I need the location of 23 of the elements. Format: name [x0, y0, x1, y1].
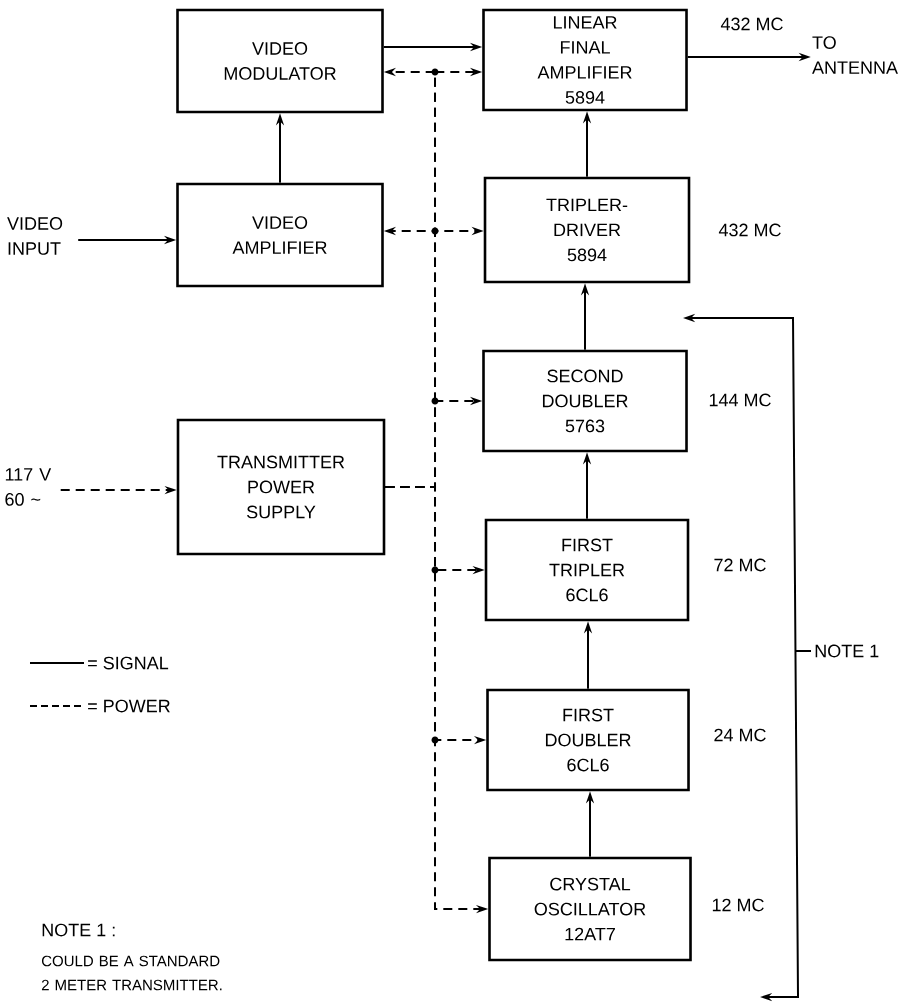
note-text: COULD BE A STANDARD 2 METER TRANSMITTER. [41, 955, 222, 991]
block-box: FIRST TRIPLER 6CL6 [484, 518, 690, 622]
block-box: VIDEO AMPLIFIER [176, 182, 384, 288]
frequency-label: 24 MC [714, 728, 766, 742]
terminal-label: 117 V 60 ~ [5, 468, 52, 506]
block-box: TRIPLER- DRIVER 5894 [483, 176, 691, 284]
block-box: SECOND DOUBLER 5763 [482, 349, 688, 453]
legend-label: = SIGNAL [88, 656, 169, 670]
note-label: NOTE 1 [815, 644, 879, 658]
frequency-label: 144 MC [709, 393, 771, 407]
frequency-label: 72 MC [714, 558, 766, 572]
block-box: LINEAR FINAL AMPLIFIER 5894 [482, 8, 688, 112]
block-box: TRANSMITTER POWER SUPPLY [176, 418, 386, 556]
block-box: FIRST DOUBLER 6CL6 [486, 688, 690, 792]
block-box: CRYSTAL OSCILLATOR 12AT7 [488, 856, 692, 962]
frequency-label: 432 MC [718, 223, 781, 237]
block-box: VIDEO MODULATOR [176, 8, 384, 114]
terminal-label: TO ANTENNA [812, 36, 898, 74]
terminal-label: VIDEO INPUT [7, 217, 63, 255]
edge-label: 432 MC [719, 16, 785, 32]
frequency-label: 12 MC [712, 898, 764, 912]
legend-label: = POWER [88, 699, 170, 713]
note-heading: NOTE 1 : [42, 923, 115, 937]
